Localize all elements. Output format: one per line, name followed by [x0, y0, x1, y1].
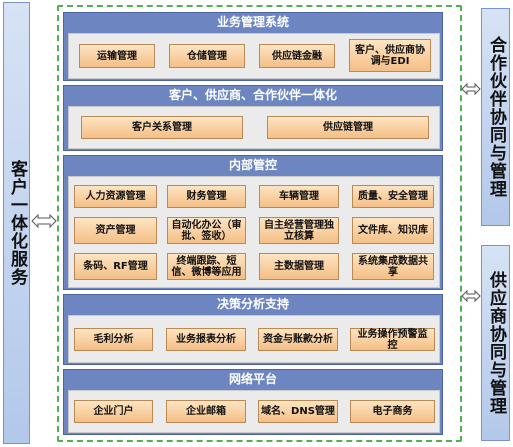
- partner-collaboration-label: 合作伙伴协同与管理: [486, 36, 506, 198]
- supplier-collaboration-label: 供应商协同与管理: [486, 271, 506, 415]
- supplier-collaboration-panel: 供应商协同与管理: [481, 245, 510, 441]
- master-data-box: 主数据管理: [259, 253, 339, 280]
- network-platform-title: 网络平台: [228, 372, 277, 386]
- customer-supplier-edi-box: 客户、供应商协调与EDI: [349, 39, 431, 72]
- hr-management-box: 人力资源管理: [74, 185, 157, 208]
- system-integration-box: 系统集成数据共享: [352, 253, 434, 280]
- office-automation-box: 自动化办公（审批、签收）: [167, 217, 246, 244]
- integration-body: 客户关系管理 供应链管理: [68, 106, 440, 149]
- scm-box: 供应链管理: [267, 116, 429, 139]
- right-bottom-bidirectional-arrow-icon: [461, 289, 481, 303]
- customer-integration-panel: 客户一体化服务: [3, 2, 30, 444]
- quality-safety-box: 质量、安全管理: [352, 185, 434, 208]
- internal-control-section: 内部管控 人力资源管理 财务管理 车辆管理 质量、安全管理 资产管理 自动化办公…: [63, 155, 443, 290]
- vehicle-management-box: 车辆管理: [259, 185, 339, 208]
- barcode-rf-box: 条码、RF管理: [74, 253, 157, 280]
- operation-warning-monitor-box: 业务操作预警监控: [350, 328, 435, 351]
- business-management-body: 运输管理 仓储管理 供应链金融 客户、供应商协调与EDI: [68, 33, 440, 79]
- internal-control-body: 人力资源管理 财务管理 车辆管理 质量、安全管理 资产管理 自动化办公（审批、签…: [68, 176, 440, 288]
- business-management-title: 业务管理系统: [216, 15, 289, 29]
- partner-collaboration-panel: 合作伙伴协同与管理: [481, 8, 510, 226]
- terminal-tracking-box: 终端跟踪、短信、微博等应用: [167, 253, 246, 280]
- gross-profit-analysis-box: 毛利分析: [74, 328, 153, 351]
- warehouse-management-box: 仓储管理: [169, 44, 245, 68]
- transport-management-box: 运输管理: [79, 44, 155, 68]
- enterprise-portal-box: 企业门户: [74, 400, 153, 423]
- finance-management-box: 财务管理: [167, 185, 246, 208]
- network-platform-body: 企业门户 企业邮箱 域名、DNS管理 电子商务: [68, 390, 440, 433]
- customer-integration-label: 客户一体化服务: [7, 160, 27, 286]
- supply-chain-finance-box: 供应链金融: [259, 44, 335, 68]
- business-report-analysis-box: 业务报表分析: [166, 328, 246, 351]
- document-knowledge-box: 文件库、知识库: [352, 217, 434, 244]
- system-boundary-frame: [57, 5, 462, 442]
- left-bidirectional-arrow-icon: [31, 214, 57, 228]
- independent-accounting-box: 自主经营管理独立核算: [259, 217, 339, 244]
- crm-box: 客户关系管理: [81, 116, 243, 139]
- asset-management-box: 资产管理: [74, 217, 157, 244]
- e-commerce-box: 电子商务: [350, 400, 435, 423]
- business-management-section: 业务管理系统 运输管理 仓储管理 供应链金融 客户、供应商协调与EDI: [63, 12, 443, 81]
- integration-title: 客户、供应商、合作伙伴一体化: [168, 88, 337, 102]
- decision-support-title: 决策分析支持: [216, 297, 289, 311]
- enterprise-email-box: 企业邮箱: [166, 400, 246, 423]
- domain-dns-box: 域名、DNS管理: [258, 400, 338, 423]
- decision-support-section: 决策分析支持 毛利分析 业务报表分析 资金与账款分析 业务操作预警监控: [63, 294, 443, 365]
- internal-control-title: 内部管控: [228, 158, 277, 172]
- right-top-bidirectional-arrow-icon: [461, 82, 481, 96]
- decision-support-body: 毛利分析 业务报表分析 资金与账款分析 业务操作预警监控: [68, 315, 440, 363]
- network-platform-section: 网络平台 企业门户 企业邮箱 域名、DNS管理 电子商务: [63, 369, 443, 435]
- funds-accounts-analysis-box: 资金与账款分析: [258, 328, 338, 351]
- integration-section: 客户、供应商、合作伙伴一体化 客户关系管理 供应链管理: [63, 85, 443, 151]
